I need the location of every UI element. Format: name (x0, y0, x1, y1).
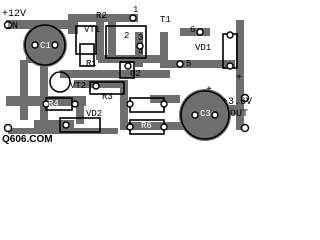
pcb-artwork (3, 14, 250, 141)
output-voltage-label: +3.6V (222, 97, 253, 108)
output-plus-sign: + (236, 73, 243, 84)
watermark-text: Q606.COM (2, 134, 53, 145)
solder-pads (3, 14, 250, 133)
c1-label: C1 (40, 41, 51, 51)
t1-pin-3: 3 (138, 33, 144, 43)
c3-label: C3 (200, 109, 211, 119)
r2-label: R2 (96, 11, 107, 21)
vd2-outline (59, 117, 101, 133)
c1-outline (24, 24, 66, 66)
t1-pin-6: 6 (190, 25, 196, 35)
t1-pin-1: 1 (133, 5, 139, 15)
t1-pin-5: 5 (186, 59, 192, 69)
r1-outline (79, 43, 95, 67)
vt2-label: VT2 (70, 81, 87, 91)
input-voltage-label: +12V (2, 9, 27, 20)
r5-label: R5 (141, 99, 152, 109)
t1-pin-4: 4 (138, 47, 144, 57)
c2-outline (119, 61, 135, 79)
r1-label: R1 (86, 59, 97, 69)
component-outlines (24, 24, 238, 140)
pcb-layout: +12V IN C1 R2 VT1 R1 T1 VD1 C2 VT2 R3 R4… (0, 0, 256, 146)
transformer-outline (105, 25, 147, 59)
r6-label: R6 (141, 121, 152, 131)
c2-label: C2 (130, 69, 141, 79)
t1-label: T1 (160, 15, 171, 25)
r4-label: R4 (48, 99, 59, 109)
t1-pin-2: 2 (124, 31, 130, 41)
vd1-label: VD1 (195, 43, 212, 53)
vt1-label: VT1 (84, 25, 101, 35)
r3-label: R3 (102, 92, 113, 102)
output-label: OUT (230, 109, 249, 120)
c3-plus-sign: + (206, 85, 213, 96)
vt1-outline (75, 25, 97, 55)
input-label: IN (6, 21, 19, 32)
r3-outline (89, 81, 125, 95)
vt2-outline (49, 71, 71, 93)
vd2-label: VD2 (86, 109, 103, 119)
c3-outline (180, 90, 230, 140)
